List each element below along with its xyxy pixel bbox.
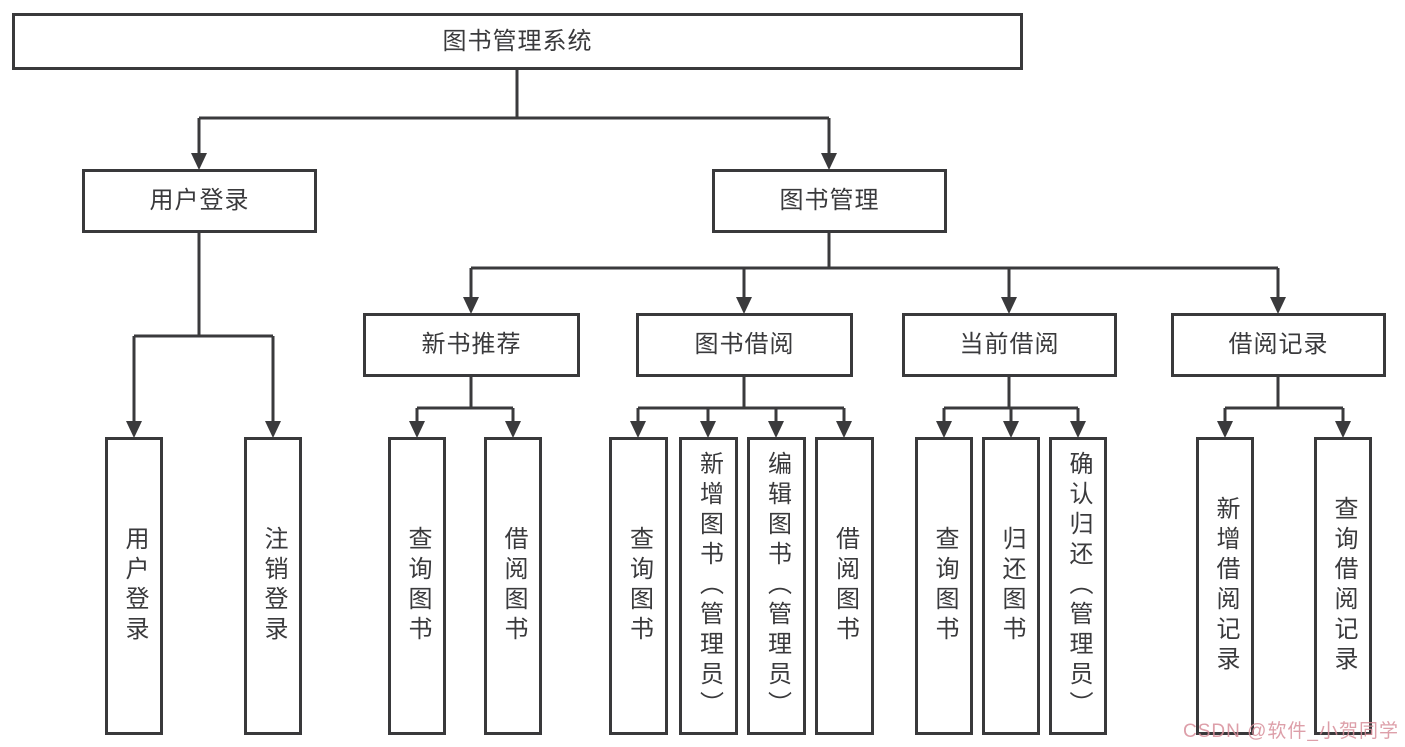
node-label: 确认归还（管理员） bbox=[1065, 451, 1092, 721]
csdn-watermark: CSDN @软件_小贺同学 bbox=[1183, 721, 1399, 742]
node-label: 图书借阅 bbox=[694, 331, 795, 358]
node-label: 查询图书 bbox=[625, 526, 653, 646]
node-label: 用户登录 bbox=[121, 526, 148, 646]
node-label: 图书管理 bbox=[779, 187, 880, 214]
node-borrowing-records: 借阅记录 bbox=[1171, 313, 1386, 377]
node-label: 编辑图书（管理员） bbox=[763, 451, 791, 721]
node-book-borrowing: 图书借阅 bbox=[636, 313, 853, 377]
node-label: 查询借阅记录 bbox=[1330, 496, 1357, 676]
leaf-add-books-admin: 新增图书（管理员） bbox=[679, 437, 738, 735]
node-label: 新书推荐 bbox=[421, 331, 522, 358]
node-current-borrowing: 当前借阅 bbox=[902, 313, 1117, 377]
node-label: 查询图书 bbox=[404, 526, 431, 646]
node-label: 查询图书 bbox=[931, 526, 958, 646]
leaf-user-login: 用户登录 bbox=[105, 437, 163, 735]
leaf-add-borrow-record: 新增借阅记录 bbox=[1196, 437, 1254, 735]
leaf-query-borrow-record: 查询借阅记录 bbox=[1314, 437, 1372, 735]
node-label: 借阅图书 bbox=[831, 526, 859, 646]
leaf-query-books-current: 查询图书 bbox=[915, 437, 973, 735]
node-label: 当前借阅 bbox=[959, 331, 1060, 358]
node-label: 借阅图书 bbox=[500, 526, 527, 646]
leaf-confirm-return-admin: 确认归还（管理员） bbox=[1049, 437, 1107, 735]
node-label: 借阅记录 bbox=[1228, 331, 1329, 358]
node-user-login-branch: 用户登录 bbox=[82, 169, 317, 233]
node-label: 新增借阅记录 bbox=[1212, 496, 1239, 676]
leaf-borrow-books: 借阅图书 bbox=[815, 437, 874, 735]
node-label: 归还图书 bbox=[998, 526, 1025, 646]
node-new-book-recommendation: 新书推荐 bbox=[363, 313, 580, 377]
leaf-return-books: 归还图书 bbox=[982, 437, 1040, 735]
leaf-borrow-books-recommend: 借阅图书 bbox=[484, 437, 542, 735]
leaf-query-books-borrowing: 查询图书 bbox=[609, 437, 668, 735]
node-label: 图书管理系统 bbox=[442, 27, 593, 55]
node-library-management-system: 图书管理系统 bbox=[12, 13, 1023, 70]
leaf-query-books-recommend: 查询图书 bbox=[388, 437, 446, 735]
node-book-management-branch: 图书管理 bbox=[712, 169, 947, 233]
leaf-edit-books-admin: 编辑图书（管理员） bbox=[747, 437, 806, 735]
node-label: 新增图书（管理员） bbox=[695, 451, 723, 721]
node-label: 注销登录 bbox=[260, 526, 287, 646]
leaf-logout: 注销登录 bbox=[244, 437, 302, 735]
node-label: 用户登录 bbox=[149, 187, 250, 214]
